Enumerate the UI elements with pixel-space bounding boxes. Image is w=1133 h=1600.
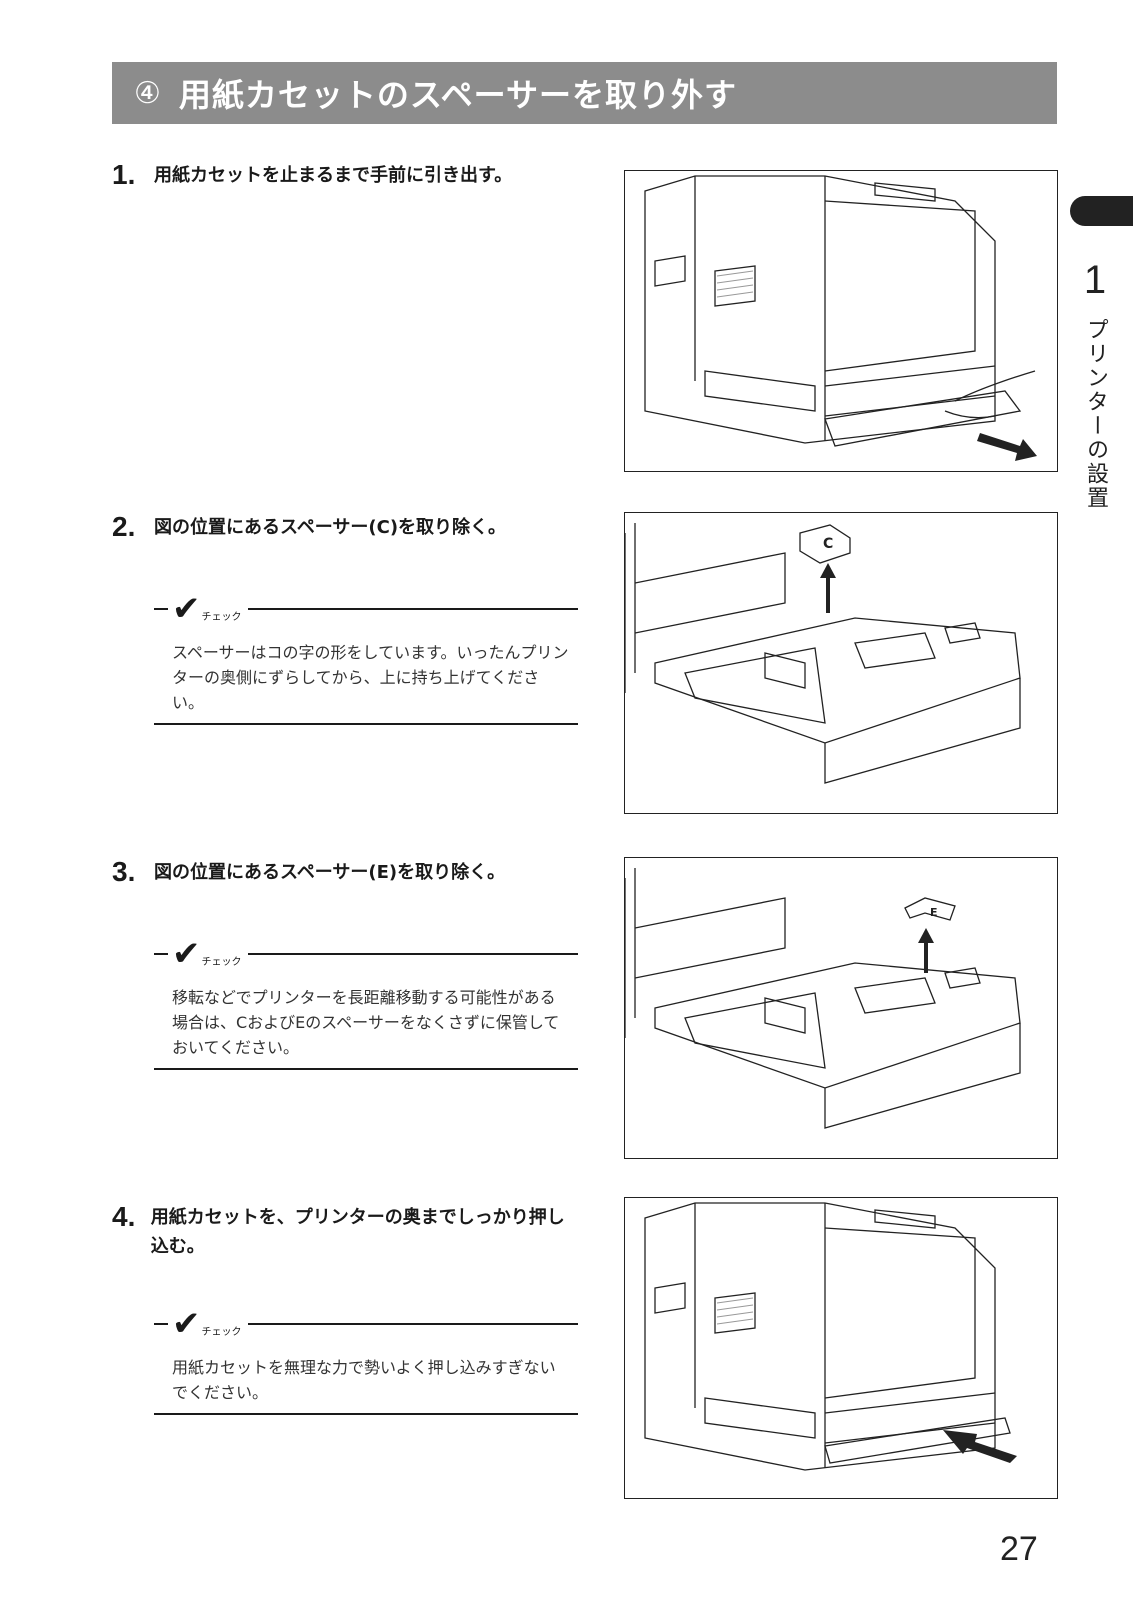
printer-illustration <box>644 1202 1017 1471</box>
note-bottom-rule <box>154 1068 578 1070</box>
note-rule <box>247 953 578 955</box>
note-dash <box>154 608 168 610</box>
step-text: 図の位置にあるスペーサー(C)を取り除く。 <box>154 517 507 538</box>
cassette-illustration: E <box>625 868 1021 1129</box>
note-bottom-rule <box>154 723 578 725</box>
check-text: 用紙カセットを無理な力で勢いよく押し込みすぎないでください。 <box>172 1358 556 1402</box>
push-arrow-icon <box>943 1430 1017 1463</box>
step-number: 4. <box>112 1201 136 1232</box>
note-rule <box>247 608 578 610</box>
figure-cassette-pull-out <box>624 170 1058 472</box>
spacer-e-icon: E <box>904 897 956 921</box>
check-note-2: ✔ チェック スペーサーはコの字の形をしています。いったんプリンターの奥側にずら… <box>154 592 578 725</box>
printer-illustration <box>644 175 1037 461</box>
note-dash <box>154 1323 168 1325</box>
cassette-illustration: C <box>625 523 1021 784</box>
figure-remove-spacer-e: E <box>624 857 1058 1159</box>
step-number: 3. <box>112 856 136 887</box>
spacer-e-label: E <box>930 906 938 919</box>
section-header: ④ 用紙カセットのスペーサーを取り外す <box>112 62 1057 124</box>
step-4: 4. 用紙カセットを、プリンターの奥までしっかり押し込む。 <box>112 1202 582 1261</box>
page-number: 27 <box>1000 1530 1038 1568</box>
chapter-number: 1 <box>1083 258 1107 302</box>
check-note-3: ✔ チェック 移転などでプリンターを長距離移動する可能性がある場合は、CおよびE… <box>154 937 578 1070</box>
check-label: チェック <box>201 956 242 968</box>
step-1: 1. 用紙カセットを止まるまで手前に引き出す。 <box>112 160 582 190</box>
step-text: 用紙カセットを止まるまで手前に引き出す。 <box>154 165 513 186</box>
section-title: 用紙カセットのスペーサーを取り外す <box>178 76 738 114</box>
checkmark-icon: ✔ <box>172 934 201 974</box>
lift-arrow-icon <box>918 928 934 973</box>
pull-arrow-icon <box>977 433 1037 461</box>
step-text: 図の位置にあるスペーサー(E)を取り除く。 <box>154 862 506 883</box>
step-number: 1. <box>112 159 136 190</box>
note-rule <box>247 1323 578 1325</box>
spacer-c-icon: C <box>799 524 851 564</box>
check-note-4: ✔ チェック 用紙カセットを無理な力で勢いよく押し込みすぎないでください。 <box>154 1307 578 1415</box>
note-dash <box>154 953 168 955</box>
figure-push-cassette-in <box>624 1197 1058 1499</box>
figure-remove-spacer-c: C <box>624 512 1058 814</box>
check-label: チェック <box>201 611 242 623</box>
lift-arrow-icon <box>820 563 836 613</box>
checkmark-icon: ✔ <box>172 589 201 629</box>
check-label: チェック <box>201 1326 242 1338</box>
chapter-tab <box>1070 196 1133 226</box>
check-text: 移転などでプリンターを長距離移動する可能性がある場合は、CおよびEのスペーサーを… <box>172 988 560 1057</box>
step-3: 3. 図の位置にあるスペーサー(E)を取り除く。 <box>112 857 582 887</box>
note-bottom-rule <box>154 1413 578 1415</box>
chapter-title: プリンターの設置 <box>1083 318 1108 510</box>
step-text: 用紙カセットを、プリンターの奥までしっかり押し込む。 <box>150 1207 565 1257</box>
step-number: 2. <box>112 511 136 542</box>
spacer-c-label: C <box>823 536 833 552</box>
section-number: ④ <box>134 75 161 111</box>
checkmark-icon: ✔ <box>172 1304 201 1344</box>
check-text: スペーサーはコの字の形をしています。いったんプリンターの奥側にずらしてから、上に… <box>172 643 569 712</box>
step-2: 2. 図の位置にあるスペーサー(C)を取り除く。 <box>112 512 582 542</box>
